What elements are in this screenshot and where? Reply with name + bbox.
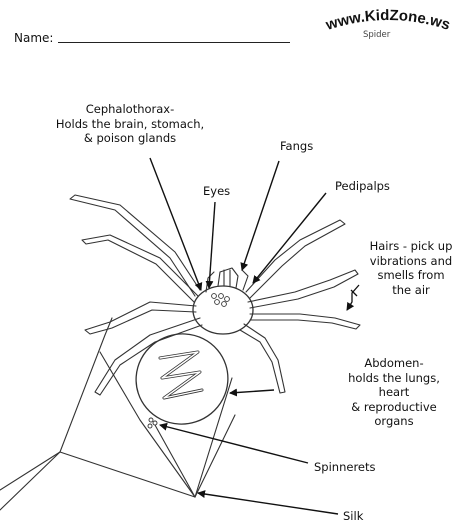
silk-label: Silk [343, 509, 363, 524]
hairs-label: Hairs - pick up vibrations and smells fr… [360, 239, 462, 297]
cephalothorax-label: Cephalothorax- Holds the brain, stomach,… [46, 102, 214, 146]
abdomen-zigzag-inner [160, 352, 202, 398]
abdomen-label: Abdomen- holds the lungs, heart & reprod… [336, 356, 452, 429]
spinnerets-label: Spinnerets [314, 460, 376, 475]
hairs-arrow [347, 285, 359, 310]
spider-abdomen [124, 322, 239, 436]
fangs-label: Fangs [280, 139, 313, 154]
eyes-arrow [209, 202, 215, 288]
silk-arrow [198, 493, 338, 514]
spider-eyes [212, 294, 230, 307]
fangs-arrow [242, 161, 279, 270]
spider-legs [70, 195, 360, 395]
spider-cephalothorax [193, 286, 253, 334]
silk-web-lines [0, 318, 235, 510]
cephalothorax-arrow [150, 158, 201, 290]
spinnerets-arrow [160, 425, 308, 463]
spider-fangs [218, 268, 238, 288]
eyes-label: Eyes [203, 184, 230, 199]
pedipalps-label: Pedipalps [335, 179, 390, 194]
spider-pedipalps [206, 270, 248, 292]
abdomen-arrow [230, 390, 274, 393]
